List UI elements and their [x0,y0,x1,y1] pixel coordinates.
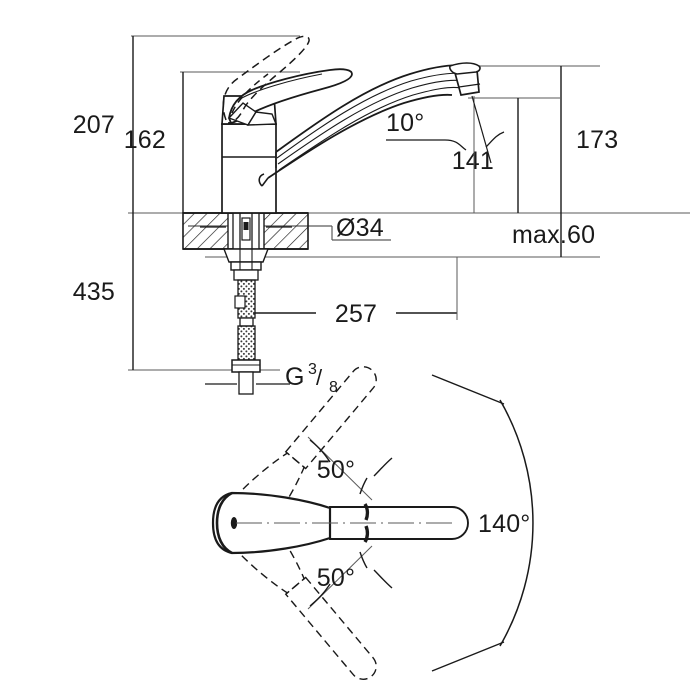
hose-mid-fitting [234,295,246,309]
swivel-tick-top [363,503,370,521]
dimension-173: 173 [560,66,618,213]
angle-50-lower-tick [359,551,368,569]
dimension-207: 207 [73,36,134,213]
angle-50-lower: 50° [307,545,393,610]
dimension-207-label: 207 [73,111,115,139]
plan-view: 140° [211,366,534,680]
hose-upper-collar [233,269,259,281]
angle-10-axis-tilted [471,95,492,164]
plan-swivel-ticks [363,503,370,543]
dimension-162: 162 [124,72,184,213]
lever-raised-highlight [231,73,269,114]
angle-50-upper-tick [359,477,368,495]
spout-base-taper [258,173,265,187]
angle-50-upper-label: 50° [317,456,355,484]
angle-50-upper: 50° [307,436,393,501]
arc-leader-lower [431,641,505,672]
angle-140: 140° [466,399,534,647]
angle-140-label-mask [466,500,518,546]
dimension-141-label: 141 [452,147,494,175]
swivel-tick-bottom [363,525,370,543]
lever-handle-raised-phantom [222,35,310,124]
thread-letter-label: G [285,363,305,391]
angle-50-lower-arrow-right [373,569,393,589]
spout-phantom-lower-tube [284,576,377,680]
angle-50-upper-arrow-right [373,457,393,477]
spout-plan-lever-mark [230,517,238,529]
angle-140-arc [499,399,534,647]
lever-hub-facet-right [246,111,278,126]
dimension-435: 435 [73,213,134,370]
angle-10-label: 10° [386,109,424,137]
spout-base-edge [261,177,269,187]
angle-50-lower-arrow-left [309,583,331,607]
lever-raised-outline [222,35,310,124]
lever-highlight [239,73,323,100]
angle-50-lower-label: 50° [317,564,355,592]
hose-mid-collar [239,317,254,327]
spout-plan-solid [211,491,469,555]
lever-handle [227,68,353,126]
spout-phantom-upper-hub [224,452,305,539]
spout-plan-hub [211,491,332,555]
spout-phantom-upper-tube [284,366,377,470]
spout-edge-bottom [267,93,453,179]
angle-140-label: 140° [478,510,531,538]
angle-10-arrow-right [485,131,505,148]
angle-50-upper-arrow-left [309,439,331,463]
shank-core-fill [243,222,249,230]
spout [258,62,481,187]
thread-numerator-label: 3 [308,361,317,378]
dimension-257: 257 257 [253,257,458,328]
spout-rib-2 [277,79,465,165]
aerator-ring [458,83,481,88]
callout-thread-g38: G 3 / 8 [205,361,338,396]
hose-tail-tube [238,371,254,395]
hose-braid-lower [237,325,256,361]
fixing-assembly [222,248,270,271]
plan-arc-leaders [431,374,505,672]
fixing-nut [230,261,262,271]
note-max60-label: max.60 [512,221,595,249]
callout-diameter-34: Ø34 [188,214,391,242]
thread-slash-label: / [316,365,323,390]
angle-10-arrow-left [444,139,467,151]
hose-end-nut [231,359,261,373]
dimension-162-label: 162 [124,126,166,154]
dimension-257-label-top: 257 [335,300,377,328]
dimension-435-label: 435 [73,278,115,306]
faucet-shank [232,212,260,250]
body-column [221,123,277,214]
arc-leader-upper [431,374,505,405]
dimension-257-text-mask [316,300,396,324]
spout-plan-cap-rim [215,491,233,555]
spout-rib-3 [278,86,462,171]
dimension-173-label: 173 [576,126,618,154]
angle-10: 10° [386,95,505,213]
flexible-hose [231,269,261,395]
thread-denominator-label: 8 [329,379,338,396]
spout-rib-1 [276,72,467,159]
elevation-view: 207 162 435 173 141 [73,35,690,396]
dimension-141: 141 [452,98,519,213]
spout-phantom-upper [224,366,377,539]
note-max60: max.60 [512,213,595,257]
fixing-washer [222,248,270,263]
callout-diameter-34-label: Ø34 [336,214,384,242]
aerator-collar [449,62,481,75]
